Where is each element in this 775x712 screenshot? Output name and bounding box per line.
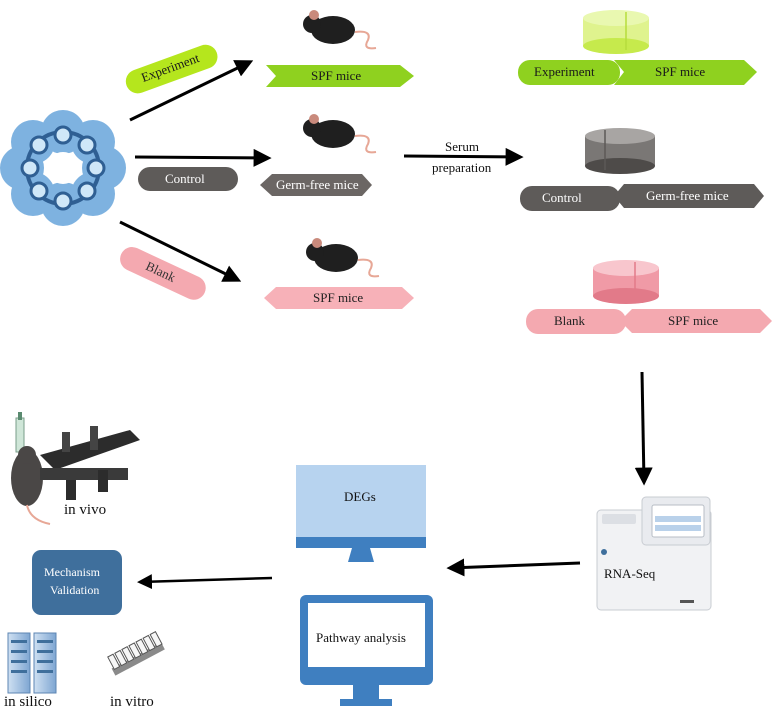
blank-mice-tag [264, 287, 414, 309]
result-experiment-right-label: SPF mice [655, 64, 706, 79]
mechanism-label-2: Validation [50, 583, 100, 597]
mechanism-box [32, 550, 122, 615]
petri-dish-control-icon [585, 128, 655, 174]
blank-pill [120, 247, 206, 300]
compound-molecule-icon [0, 110, 126, 226]
experiment-pill [125, 44, 218, 94]
arrow-to-degs [446, 558, 581, 577]
mouse-icon [303, 114, 377, 154]
rnaseq-label: RNA-Seq [604, 566, 656, 581]
mechanism-label-1: Mechanism [44, 565, 100, 579]
result-blank-right-label: SPF mice [668, 313, 719, 328]
degs-monitor-icon [296, 465, 426, 562]
control-pill [138, 167, 238, 191]
result-experiment-left [518, 60, 620, 85]
arrow-to-mechanism [137, 574, 273, 590]
petri-dish-blank-icon [593, 260, 659, 304]
pathway-label: Pathway analysis [316, 630, 406, 645]
in-vivo-icon [11, 412, 140, 525]
result-control-left-label: Control [542, 190, 582, 205]
experiment-mice-tag [266, 65, 414, 87]
arrow-to-control [134, 148, 272, 167]
in-vivo-label: in vivo [64, 502, 107, 518]
experiment-mice-label: SPF mice [311, 68, 362, 83]
control-mice-tag [260, 174, 372, 196]
serum-arrow [403, 147, 524, 166]
control-pill-label: Control [165, 171, 205, 186]
in-vitro-tubes-icon [107, 630, 165, 676]
result-blank-right [620, 309, 772, 333]
result-blank-left-label: Blank [554, 313, 586, 328]
sequencer-icon [596, 496, 712, 611]
blank-mice-label: SPF mice [313, 290, 364, 305]
serum-label-2: preparation [432, 160, 492, 175]
result-control-right [614, 184, 764, 208]
control-mice-label: Germ-free mice [276, 177, 359, 192]
in-silico-label: in silico [4, 694, 52, 710]
degs-label: DEGs [344, 489, 376, 504]
arrow-to-blank [119, 220, 242, 282]
result-experiment-left-label: Experiment [534, 64, 595, 79]
result-control-left [520, 186, 620, 211]
mouse-icon [306, 238, 380, 278]
arrow-to-rnaseq [634, 371, 653, 486]
petri-dish-experiment-icon [583, 10, 649, 54]
serum-label-1: Serum [445, 139, 479, 154]
result-experiment-right [614, 60, 757, 85]
in-vitro-label: in vitro [110, 694, 154, 710]
in-silico-server-icon [7, 632, 57, 694]
pathway-monitor-icon [300, 595, 433, 706]
arrow-to-experiment [129, 60, 254, 122]
result-control-right-label: Germ-free mice [646, 188, 729, 203]
result-blank-left [526, 309, 626, 334]
mouse-icon [303, 10, 377, 50]
